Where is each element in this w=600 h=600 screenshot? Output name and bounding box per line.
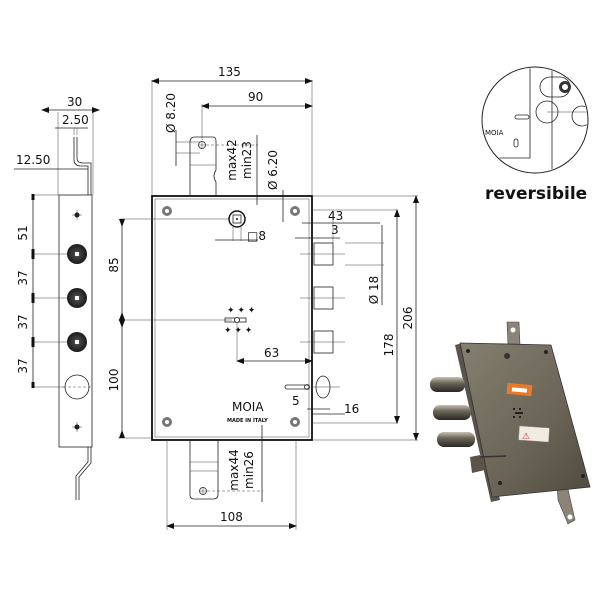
spindle-icon xyxy=(228,210,246,228)
dim-side-spacing-2: 37 xyxy=(16,270,30,285)
svg-text:✦ ✦ ✦: ✦ ✦ ✦ xyxy=(224,326,253,336)
detail-brand: MOIA xyxy=(485,129,504,137)
sticker-warning xyxy=(518,425,550,443)
case-screw-icon xyxy=(290,417,300,427)
top-hole-icon xyxy=(198,141,206,149)
brand-origin: MADE IN ITALY xyxy=(227,418,268,424)
dim-latch-width: 16 xyxy=(344,402,359,416)
faceplate-side xyxy=(58,194,93,448)
dim-upper-height: 85 xyxy=(107,257,121,272)
deadbolts xyxy=(300,242,345,354)
dim-side-spacing-1: 51 xyxy=(16,225,30,240)
dim-top-travel-min: min23 xyxy=(240,141,254,179)
bottom-hole-icon xyxy=(199,487,207,495)
dim-bolt-inset: 3 xyxy=(331,223,339,237)
reversible-detail: MOIA xyxy=(481,66,589,174)
lock-body-photo xyxy=(459,342,591,498)
dim-bolt-diameter: Ø 18 xyxy=(367,276,381,305)
faceplate-screw-icon xyxy=(72,210,82,220)
svg-text:✦ ✦ ✦: ✦ ✦ ✦ xyxy=(227,306,256,316)
dim-side-spacing-4: 37 xyxy=(16,358,30,373)
dim-top-travel-max: max42 xyxy=(225,139,239,180)
dim-backset: 63 xyxy=(264,346,279,360)
dim-bottom-travel-max: max44 xyxy=(227,449,241,490)
case-screw-icon xyxy=(290,206,300,216)
dim-total-height: 206 xyxy=(401,307,415,330)
dim-top-hole-distance: 90 xyxy=(248,90,263,104)
dim-side-thickness: 2.50 xyxy=(62,113,89,127)
brand-logo: MOIA xyxy=(232,400,264,414)
dim-side-width: 30 xyxy=(67,95,82,109)
latch-end-icon xyxy=(63,374,93,400)
top-rod-connector xyxy=(189,136,217,195)
lock-case xyxy=(151,195,313,441)
warning-icon: ⚠ xyxy=(522,432,530,442)
dim-screw-diameter: Ø 6.20 xyxy=(266,150,280,190)
dim-lower-height: 100 xyxy=(107,369,121,392)
dim-spindle-square: □8 xyxy=(247,229,266,243)
dim-bottom-travel-min: min26 xyxy=(242,451,256,489)
case-screw-icon xyxy=(162,206,172,216)
faceplate-screw-icon xyxy=(72,422,82,432)
dim-side-offset: 12.50 xyxy=(16,153,50,167)
bottom-rod-connector xyxy=(189,440,219,500)
reversible-label: reversibile xyxy=(485,184,588,204)
bolt-end-icon xyxy=(67,332,87,352)
dim-total-width: 135 xyxy=(218,65,241,79)
dim-side-spacing-3: 37 xyxy=(16,314,30,329)
dim-latch-offset: 5 xyxy=(292,394,300,408)
product-photo: ⚠ xyxy=(430,321,591,525)
deadbolts-photo xyxy=(430,377,507,473)
dim-top-hole-diameter: Ø 8.20 xyxy=(164,93,178,133)
latch xyxy=(284,375,340,399)
bolt-end-icon xyxy=(67,244,87,264)
dim-screw-spacing: 178 xyxy=(382,334,396,357)
side-view: 30 2.50 12.50 51 37 37 37 xyxy=(14,95,100,500)
bolt-end-icon xyxy=(67,288,87,308)
cylinder-holes-icon: ✦ ✦ ✦ ✦ ✦ ✦ xyxy=(224,306,256,336)
front-view: 135 90 Ø 8.20 max42 min23 Ø 6.20 xyxy=(107,65,419,530)
case-screw-icon xyxy=(162,417,172,427)
dim-bolt-throw: 43 xyxy=(328,209,343,223)
dim-bottom-width: 108 xyxy=(220,510,243,524)
